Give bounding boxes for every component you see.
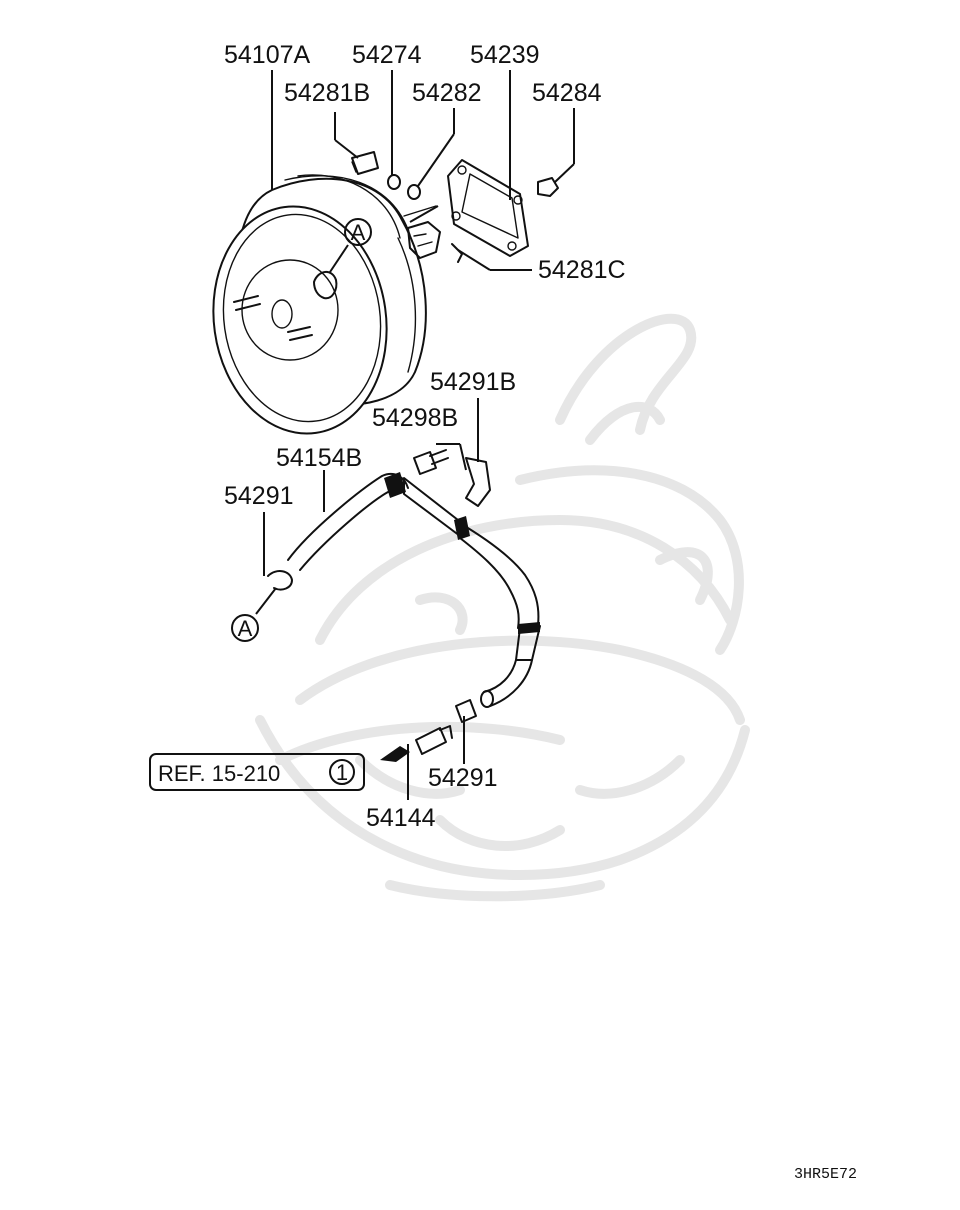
marker-a-upper-text: A <box>351 220 366 245</box>
reference-text: REF. 15-210 <box>158 761 280 786</box>
label-54281C: 54281C <box>538 256 626 284</box>
diagram-code: 3HR5E72 <box>794 1166 857 1183</box>
label-54291B: 54291B <box>430 368 516 396</box>
small-parts-top <box>351 151 559 263</box>
reference-circle-number: 1 <box>336 760 348 785</box>
label-54282: 54282 <box>412 79 482 107</box>
marker-a-lower: A <box>231 614 259 642</box>
marker-a-upper: A <box>344 218 372 246</box>
watermark-logo <box>255 313 750 902</box>
label-54298B: 54298B <box>372 404 458 432</box>
brake-booster <box>212 174 441 435</box>
label-54284: 54284 <box>532 79 602 107</box>
label-54291-upper: 54291 <box>224 482 294 510</box>
vacuum-hose <box>267 449 541 762</box>
label-54274: 54274 <box>352 41 422 69</box>
leader-lines <box>255 70 575 800</box>
part-labels: 54107A 54274 54239 54281B 54282 54284 54… <box>224 41 626 832</box>
label-54291-lower: 54291 <box>428 764 498 792</box>
label-54144: 54144 <box>366 804 436 832</box>
marker-a-lower-text: A <box>238 616 253 641</box>
reference-box[interactable]: REF. 15-210 1 <box>149 753 365 791</box>
label-54281B: 54281B <box>284 79 370 107</box>
label-54239: 54239 <box>470 41 540 69</box>
label-54154B: 54154B <box>276 444 362 472</box>
label-54107A: 54107A <box>224 41 311 69</box>
